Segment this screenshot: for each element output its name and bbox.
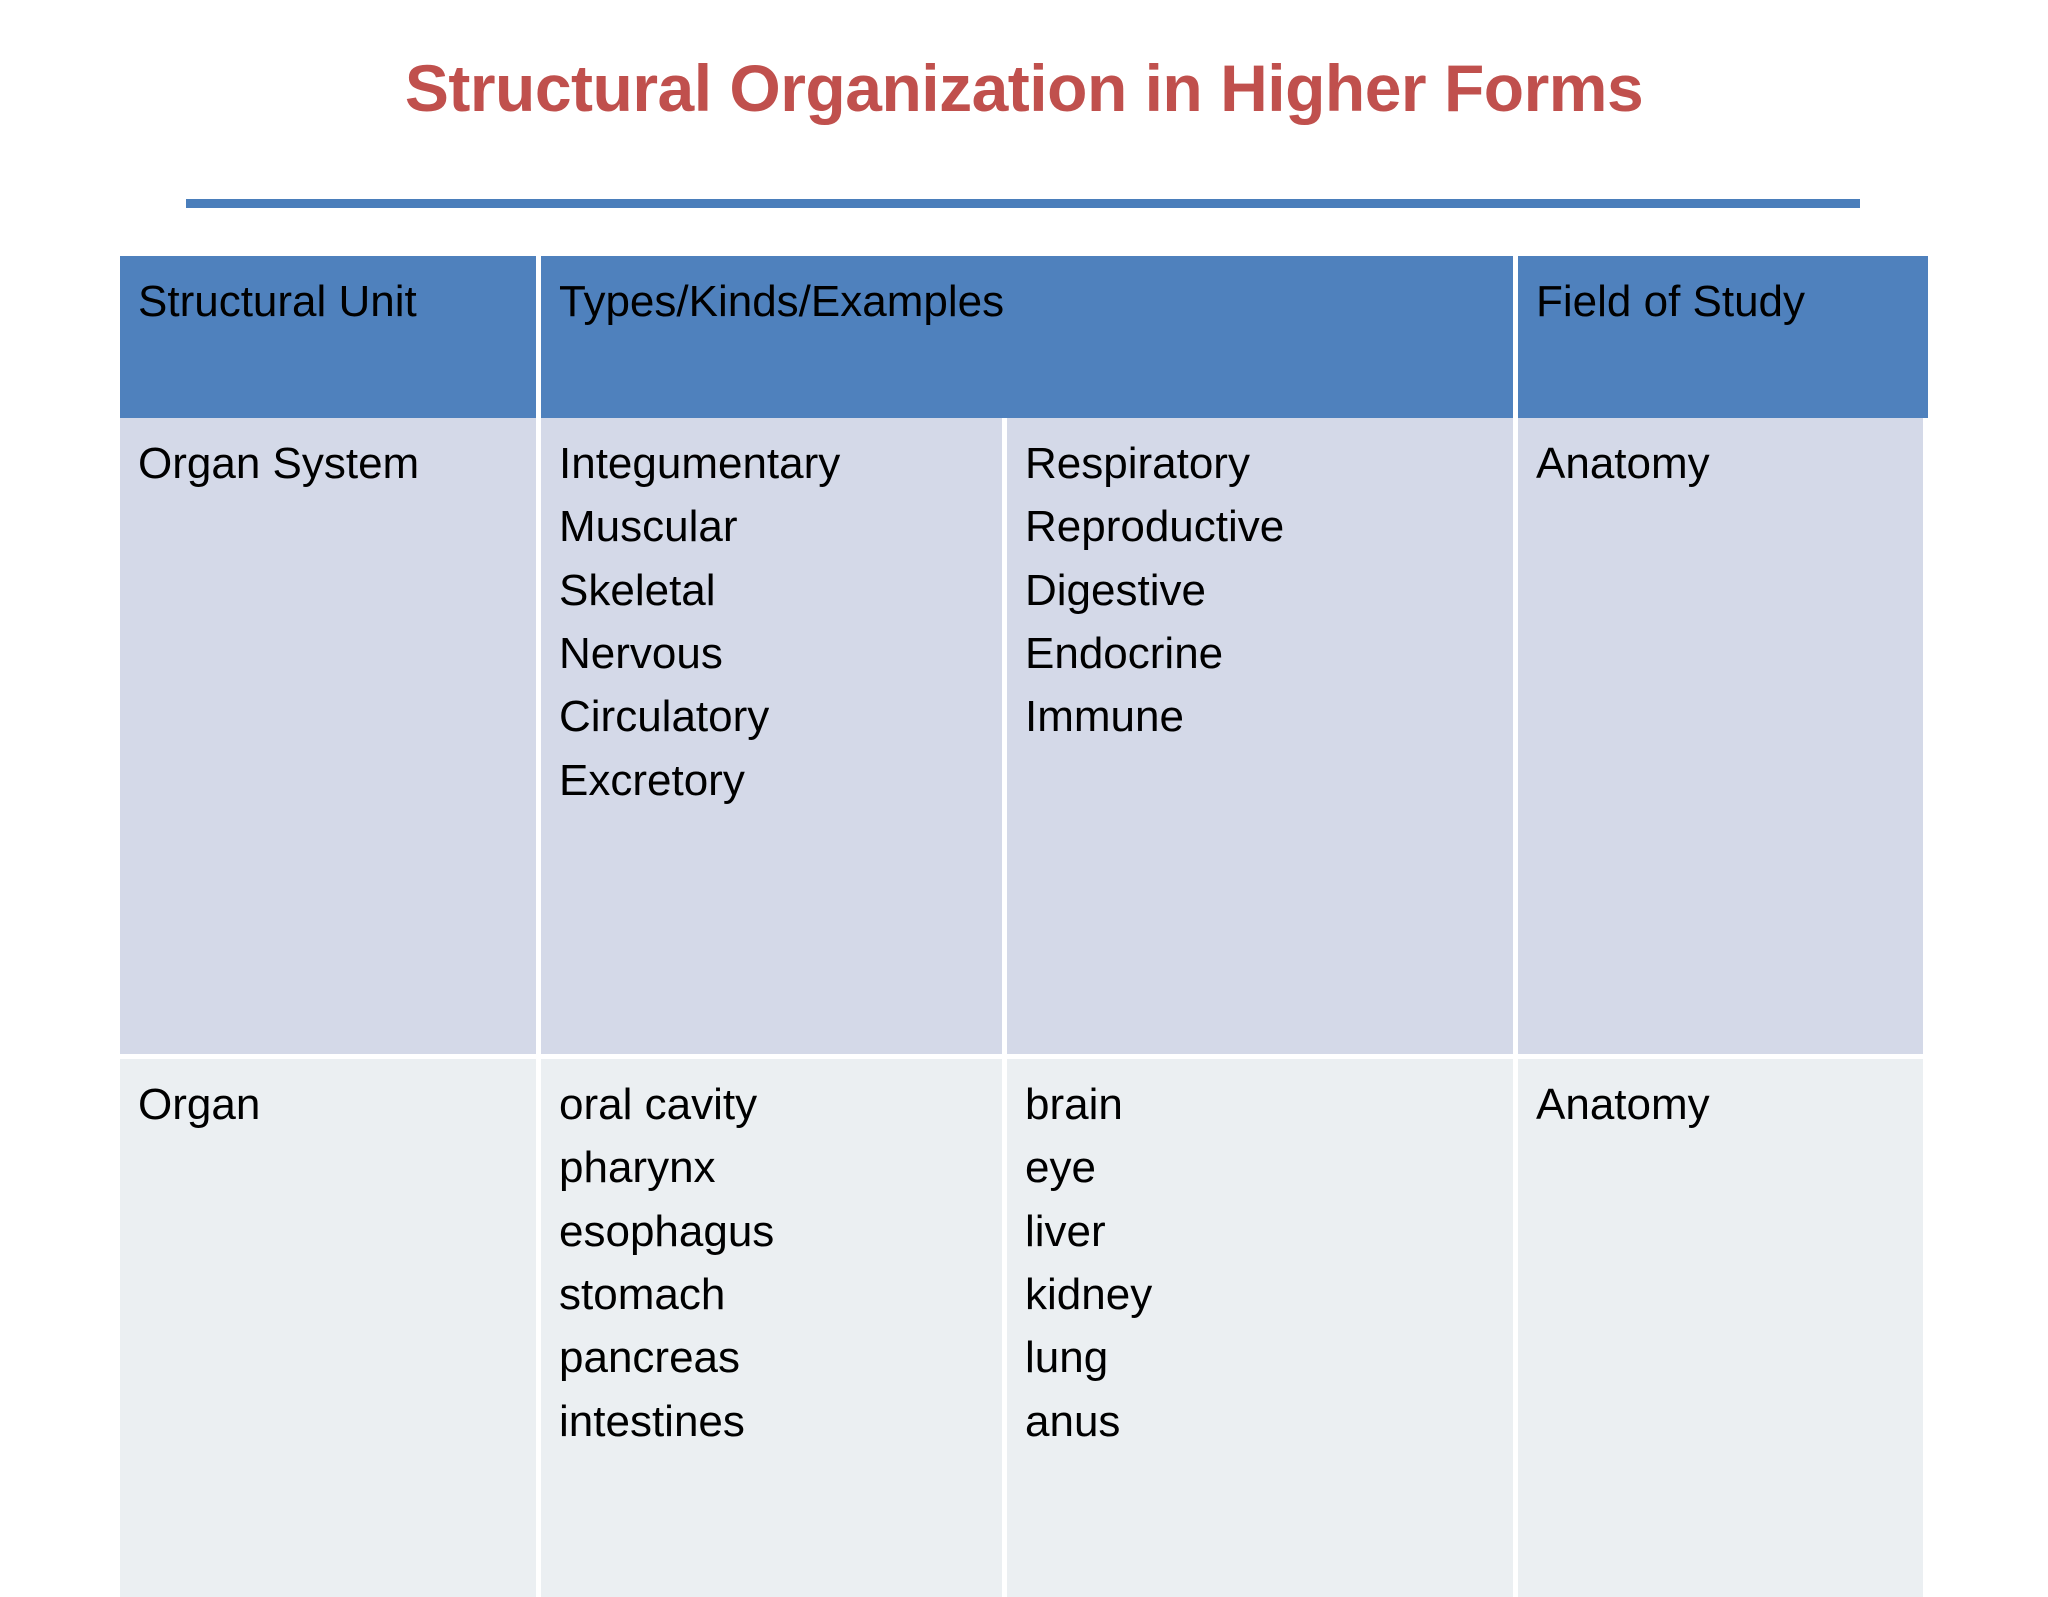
example-item: Integumentary [559,439,841,488]
example-item: Circulatory [559,692,770,742]
page-title: Structural Organization in Higher Forms [404,51,1644,125]
cell-field-of-study: Anatomy [1518,418,1928,1059]
column-header-field-of-study: Field of Study [1518,256,1928,418]
example-item: Excretory [559,755,745,805]
example-item: liver [1025,1206,1106,1256]
example-item: lung [1025,1333,1109,1383]
example-item: Digestive [1025,565,1206,615]
example-item: Respiratory [1025,439,1250,488]
example-item: pharynx [559,1143,716,1193]
example-item: Endocrine [1025,629,1224,679]
example-item: brain [1025,1080,1123,1129]
table-header-row: Structural Unit Types/Kinds/Examples Fie… [120,256,1928,418]
cell-examples-right: brain eye liver kidney lung anus [1007,1059,1518,1597]
table-row: Organ System Integumentary Muscular Skel… [120,418,1928,1059]
example-item: Nervous [559,629,723,679]
structural-organization-table: Structural Unit Types/Kinds/Examples Fie… [120,256,1928,1597]
example-item: esophagus [559,1206,775,1256]
example-item: kidney [1025,1270,1153,1320]
example-item: intestines [559,1396,745,1446]
column-header-structural-unit: Structural Unit [120,256,541,418]
title-divider-rule [186,199,1860,208]
cell-structural-unit: Organ System [120,418,541,1059]
example-item: oral cavity [559,1080,758,1129]
example-item: Skeletal [559,565,716,615]
cell-field-of-study: Anatomy [1518,1059,1928,1597]
example-item: Muscular [559,502,738,552]
example-item: eye [1025,1143,1096,1193]
cell-examples-right: Respiratory Reproductive Digestive Endoc… [1007,418,1518,1059]
cell-examples-left: Integumentary Muscular Skeletal Nervous … [541,418,1007,1059]
column-header-types-kinds-examples: Types/Kinds/Examples [541,256,1518,418]
example-item: Reproductive [1025,502,1285,552]
example-item: stomach [559,1270,726,1320]
example-item: Immune [1025,692,1184,742]
cell-structural-unit: Organ [120,1059,541,1597]
cell-examples-left: oral cavity pharynx esophagus stomach pa… [541,1059,1007,1597]
table-row: Organ oral cavity pharynx esophagus stom… [120,1059,1928,1597]
example-item: anus [1025,1396,1121,1446]
example-item: pancreas [559,1333,741,1383]
